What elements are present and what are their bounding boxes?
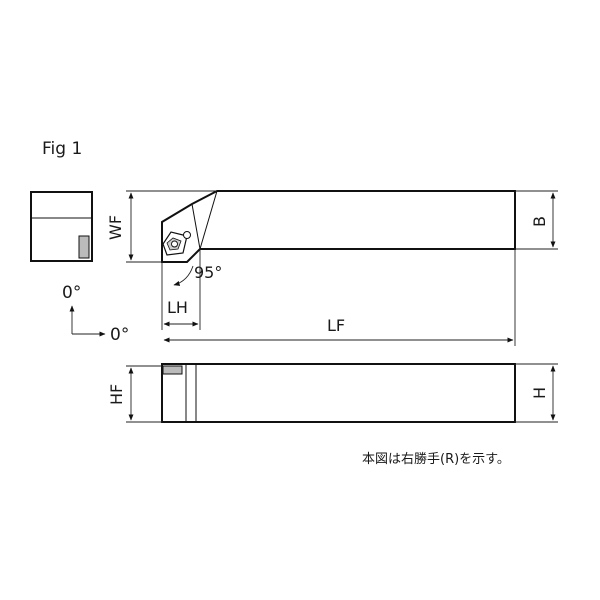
top-view: WF B 95° LH LF bbox=[106, 190, 558, 346]
insert bbox=[162, 231, 191, 256]
lf-label: LF bbox=[327, 316, 345, 335]
side-view-insert bbox=[162, 365, 183, 375]
approach-angle-label: 95° bbox=[194, 263, 222, 282]
clamp-screw bbox=[183, 231, 191, 239]
end-view bbox=[30, 191, 93, 262]
side-view-outline bbox=[161, 363, 516, 423]
lh-label: LH bbox=[167, 298, 188, 317]
reference-axes: 0° 0° bbox=[62, 283, 129, 345]
top-view-head-line bbox=[199, 190, 218, 250]
handedness-note: 本図は右勝手(R)を示す。 bbox=[362, 452, 510, 467]
axis-vertical-label: 0° bbox=[62, 283, 81, 303]
hf-label: HF bbox=[107, 384, 126, 405]
figure-title: Fig 1 bbox=[42, 139, 82, 159]
side-view: HF H bbox=[107, 363, 558, 423]
end-view-outline bbox=[30, 191, 93, 262]
axis-horizontal-label: 0° bbox=[110, 325, 129, 345]
top-view-outline bbox=[161, 190, 516, 263]
top-view-head-line-2 bbox=[191, 203, 201, 250]
h-label: H bbox=[530, 387, 549, 399]
insert-screw bbox=[171, 240, 178, 248]
b-label: B bbox=[530, 216, 549, 227]
approach-angle-arc bbox=[173, 265, 194, 286]
wf-label: WF bbox=[106, 215, 125, 240]
end-view-insert bbox=[78, 235, 90, 259]
